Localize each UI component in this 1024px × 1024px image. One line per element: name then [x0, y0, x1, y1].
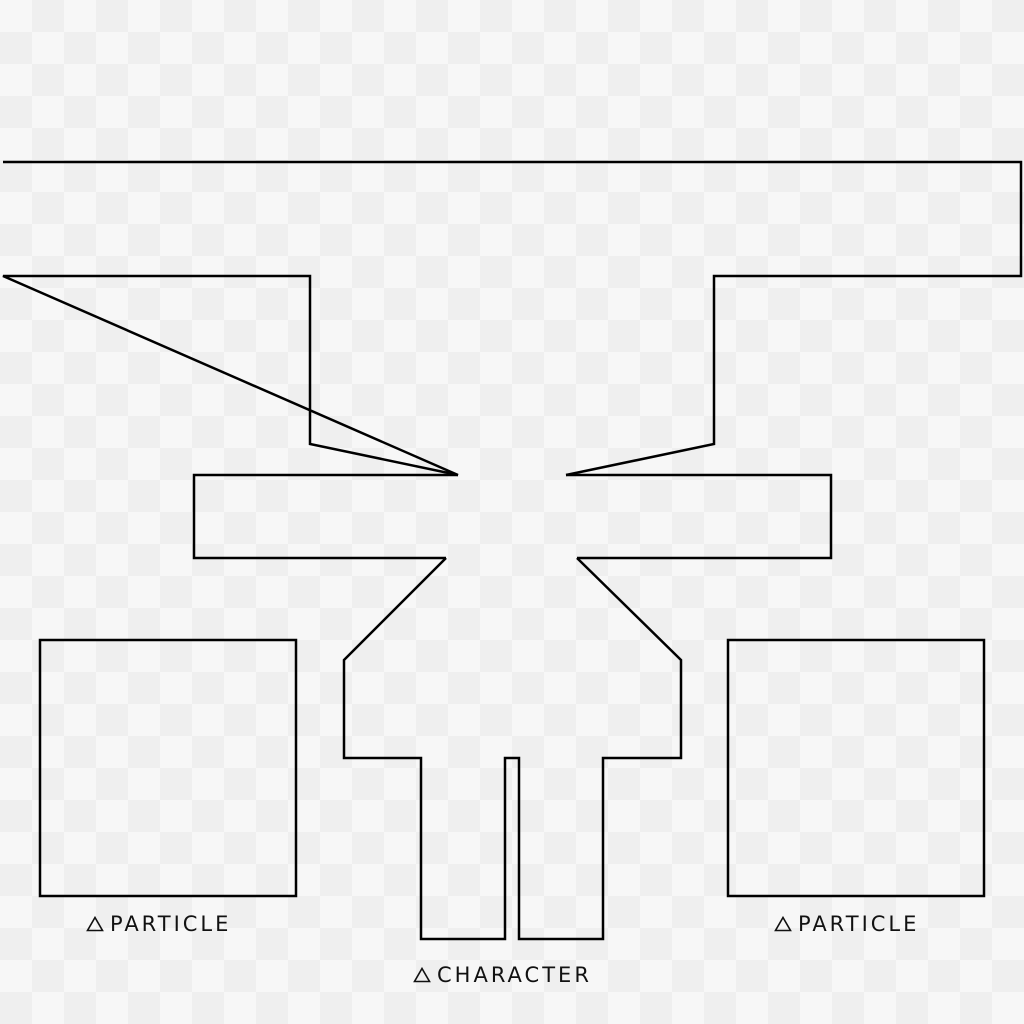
- particle-label-right: PARTICLE: [774, 912, 919, 936]
- crossbar-left-outline: [192, 473, 458, 560]
- triangle-outline-icon: [413, 967, 431, 983]
- particle-box-left: [38, 638, 298, 898]
- top-bar-outline: [2, 160, 1023, 477]
- particle-label-left: PARTICLE: [86, 912, 231, 936]
- character-label: CHARACTER: [413, 963, 592, 987]
- crossbar-right-outline: [566, 473, 833, 560]
- particle-box-right: [726, 638, 986, 898]
- character-label-text: CHARACTER: [437, 963, 592, 987]
- triangle-outline-icon: [774, 916, 792, 932]
- particle-label-text: PARTICLE: [110, 912, 232, 936]
- particle-label-text: PARTICLE: [798, 912, 920, 936]
- triangle-outline-icon: [86, 916, 104, 932]
- character-body-outline: [342, 557, 683, 941]
